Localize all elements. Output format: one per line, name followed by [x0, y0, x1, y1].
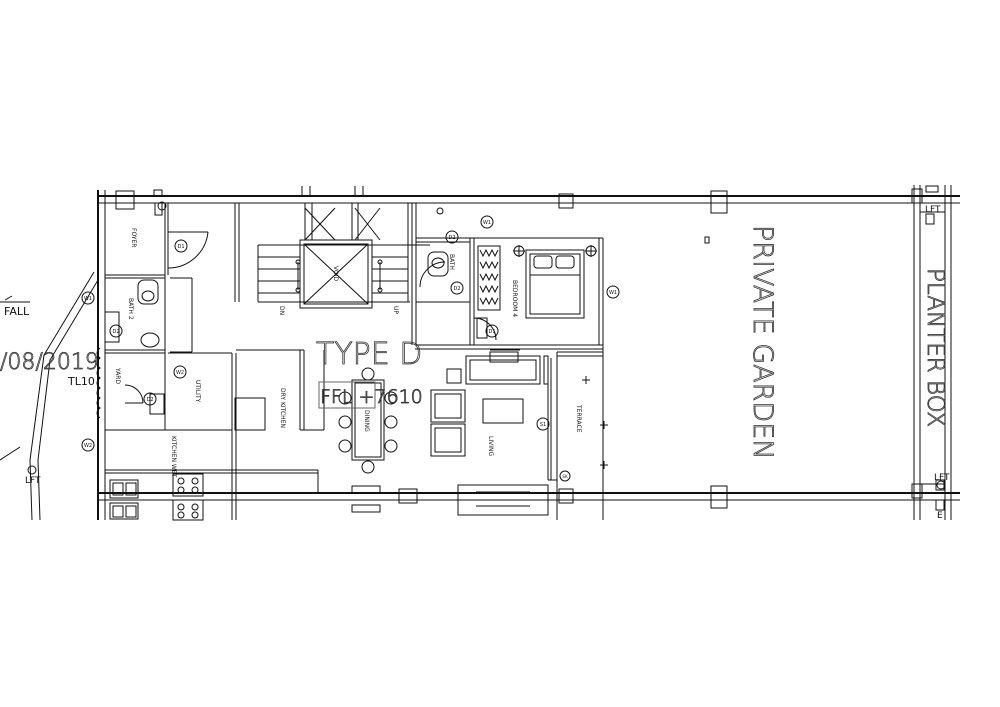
marker-d2-bath-b: [450, 281, 464, 295]
svg-text:D2: D2: [453, 286, 460, 292]
fall-label: FALL: [4, 305, 30, 318]
marker-sk: [559, 470, 571, 482]
curved-wall-left: [0, 271, 99, 521]
room-living: LIVING: [487, 436, 494, 456]
svg-text:W1: W1: [84, 296, 92, 302]
bedroom-block: [416, 237, 603, 363]
big-labels: TYPE D FFL +7610 PRIVATE GARDEN PLANTER …: [0, 225, 948, 460]
svg-text:SK: SK: [562, 474, 568, 479]
svg-text:W1: W1: [483, 220, 491, 226]
marker-s1: [536, 417, 550, 431]
svg-text:W1: W1: [609, 290, 617, 296]
marker-d2-bath: [445, 230, 459, 244]
svg-text:S1: S1: [540, 422, 546, 428]
room-utility: UTILITY: [194, 380, 201, 403]
marker-bath-box: [436, 207, 444, 215]
marker-lft-right: [936, 480, 946, 490]
svg-text:D1: D1: [177, 244, 184, 250]
lft-right-bottom-tag: LFT: [934, 473, 950, 483]
svg-text:W2: W2: [176, 370, 184, 376]
marker-d1-bed: [485, 324, 499, 338]
marker-w1-left: [81, 291, 95, 305]
marker-w1-top: [480, 215, 494, 229]
room-bedroom4: BEDROOM 4: [511, 280, 518, 317]
svg-text:D2: D2: [146, 397, 153, 403]
room-foyer: FOYER: [130, 228, 137, 247]
date-fragment: /08/2019: [0, 350, 99, 375]
marker-d1-foyer: [174, 239, 188, 253]
small-labels: FALL TL10 LFT LFT LFT E FOYER BATH 2 BAT…: [4, 205, 950, 521]
wet-kitchen: [105, 469, 319, 521]
room-yard: YARD: [114, 367, 121, 384]
marker-foyer-box: [157, 201, 167, 211]
room-bath2: BATH 2: [127, 298, 134, 320]
tl10-tag: TL10: [67, 375, 95, 388]
room-dining: DINING: [363, 410, 370, 432]
svg-text:D2: D2: [448, 235, 455, 241]
stair-up: UP: [392, 306, 399, 314]
room-wet-kitchen: KITCHEN WET: [170, 436, 177, 478]
marker-w2-utility: [173, 365, 187, 379]
svg-text:D2: D2: [112, 329, 119, 335]
lft-right-top-tag: LFT: [925, 205, 941, 215]
marker-w1-bed: [606, 285, 620, 299]
marker-lft-left: [27, 465, 37, 475]
private-garden-label: PRIVATE GARDEN: [747, 225, 778, 459]
e-tag: E: [937, 511, 943, 521]
service-block: [96, 203, 266, 520]
structural-columns: [115, 188, 923, 509]
door-window-markers: D1 W1 W2 D2 D2 W2 W1 D2 D2 D1 W1 S1 SK: [27, 201, 946, 490]
svg-text:D1: D1: [488, 329, 495, 335]
planter-box-label: PLANTER BOX: [922, 268, 948, 427]
stair-core: [234, 186, 430, 345]
svg-text:W2: W2: [84, 443, 92, 449]
marker-d2-bath2: [109, 324, 123, 338]
planter-strip: [920, 185, 945, 511]
stair-dn: DN: [278, 306, 285, 315]
marker-w2-left: [81, 438, 95, 452]
marker-d2-yard: [143, 392, 157, 406]
room-terrace: TERRACE: [575, 404, 582, 433]
unit-type-label: TYPE D: [316, 337, 422, 372]
room-void: VOID: [332, 266, 339, 281]
living-dining: [236, 348, 608, 516]
room-bath: BATH: [448, 254, 455, 270]
lft-left-tag: LFT: [25, 476, 41, 486]
level-label: FFL +7610: [320, 386, 423, 408]
room-dry-kitchen: DRY KITCHEN: [279, 388, 286, 428]
level-tag-box: [318, 381, 376, 409]
